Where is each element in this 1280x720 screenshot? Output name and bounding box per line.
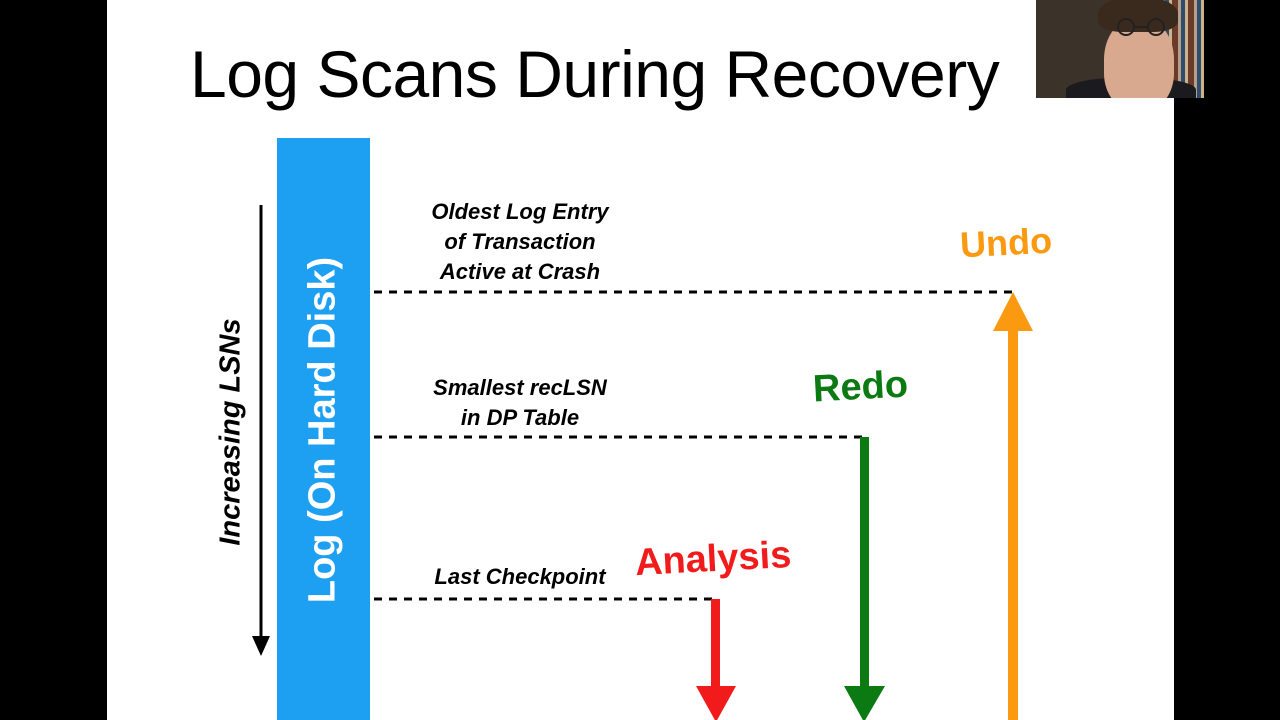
lsn-direction-arrow [252, 205, 270, 656]
oldest-entry-note: Oldest Log Entry of Transaction Active a… [410, 197, 630, 287]
redo-arrow [844, 437, 885, 720]
note-line: of Transaction [444, 229, 596, 254]
glasses-icon [1117, 18, 1165, 36]
analysis-arrow [696, 599, 736, 720]
diagram-lines [252, 205, 1033, 720]
undo-arrow [993, 292, 1033, 720]
note-line: Oldest Log Entry [431, 199, 609, 224]
last-checkpoint-note: Last Checkpoint [410, 562, 630, 592]
analysis-label: Analysis [633, 533, 793, 585]
smallest-reclsn-note: Smallest recLSN in DP Table [410, 373, 630, 433]
note-line: Active at Crash [439, 259, 601, 284]
note-line: Smallest recLSN [433, 375, 607, 400]
webcam-overlay [1036, 0, 1204, 98]
slide: Log Scans During Recovery Log (On Hard D… [107, 0, 1174, 720]
note-line: in DP Table [460, 405, 580, 430]
note-line: Last Checkpoint [434, 564, 606, 589]
redo-label: Redo [811, 363, 910, 411]
log-bar [277, 138, 370, 720]
slide-title: Log Scans During Recovery [190, 37, 1000, 111]
undo-label: Undo [958, 219, 1053, 266]
